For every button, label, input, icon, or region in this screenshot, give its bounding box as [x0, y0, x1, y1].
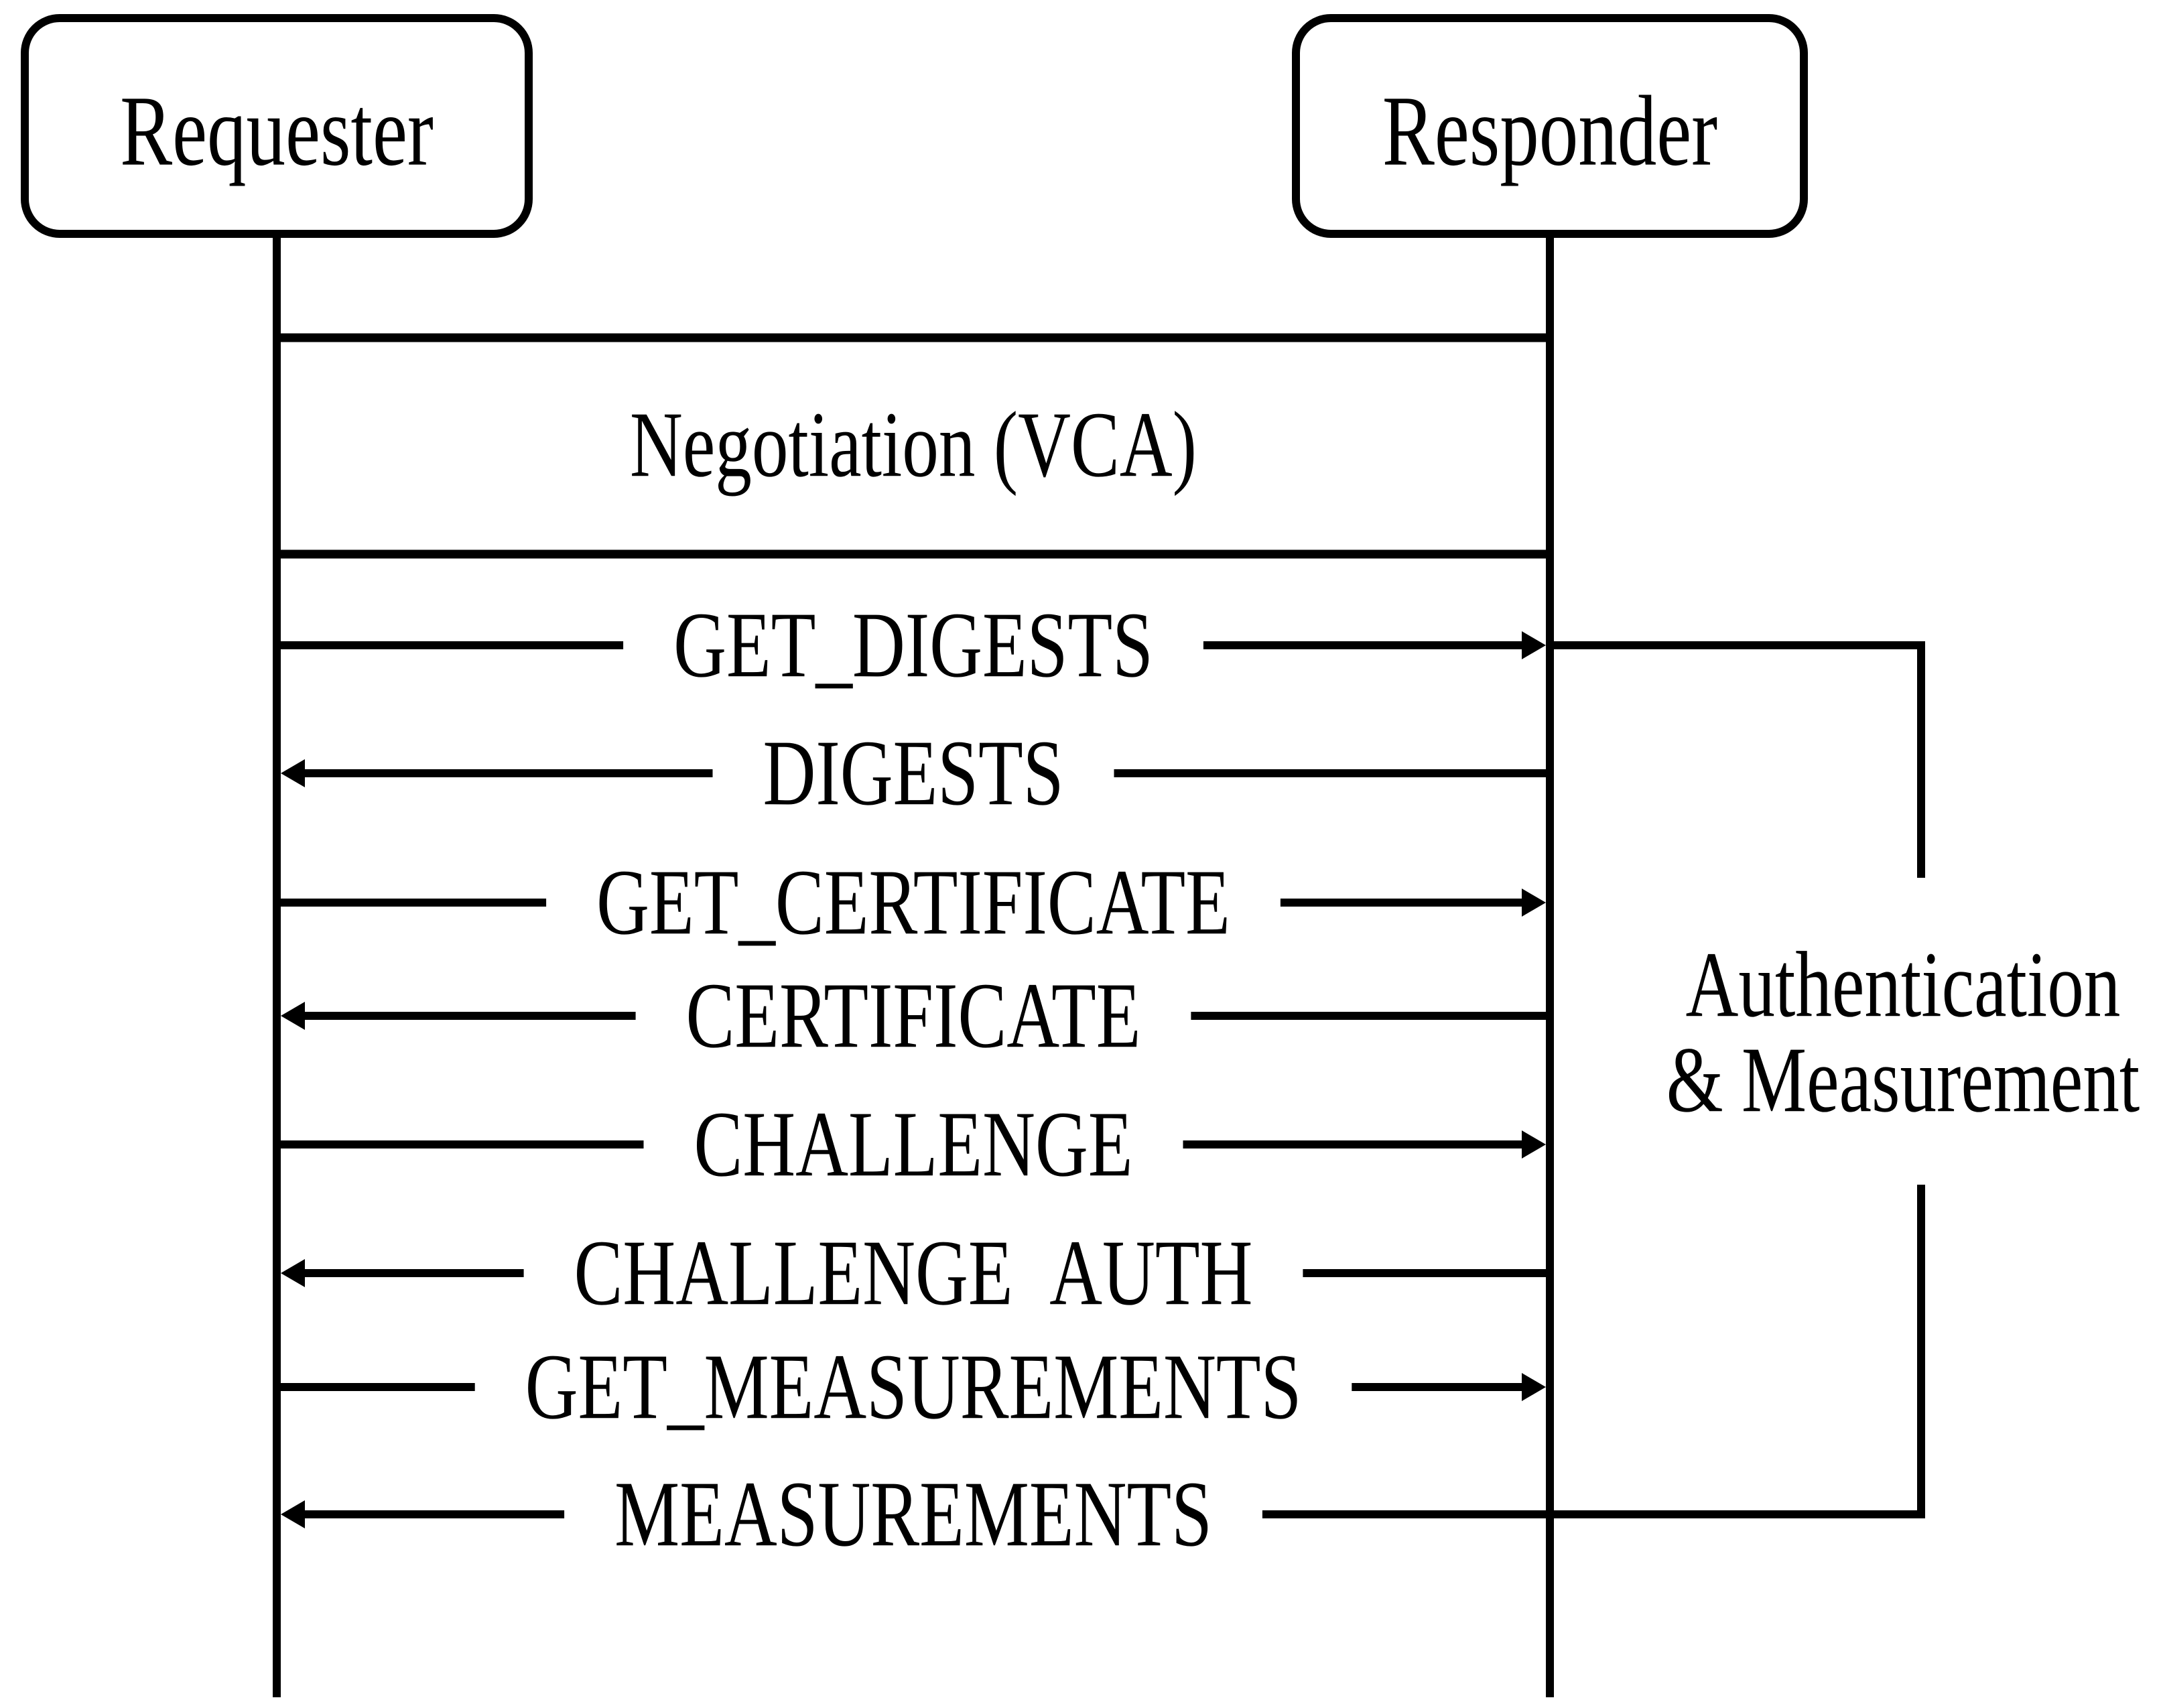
requester-label: Requester	[120, 76, 434, 187]
bracket-label-line2: & Measurement	[1666, 1028, 2140, 1132]
arrowhead-right-icon	[1522, 1373, 1546, 1401]
message-certificate: CERTIFICATE	[281, 964, 1550, 1068]
responder-box	[1292, 14, 1808, 238]
message-label: CHALLENGE	[694, 1092, 1132, 1196]
arrowhead-left-icon	[281, 1002, 305, 1030]
message-measurements: MEASUREMENTS	[281, 1462, 1925, 1567]
responder-actor: Responder	[1292, 14, 1808, 238]
message-label: GET_CERTIFICATE	[596, 850, 1230, 954]
arrowhead-right-icon	[1522, 889, 1546, 917]
message-challenge: CHALLENGE	[277, 1092, 1546, 1197]
message-label: GET_DIGESTS	[673, 593, 1153, 697]
arrowhead-left-icon	[281, 1259, 305, 1287]
requester-actor: Requester	[21, 14, 533, 238]
message-get-certificate: GET_CERTIFICATE	[277, 850, 1546, 955]
requester-box	[21, 14, 533, 238]
message-digests: DIGESTS	[281, 721, 1550, 826]
responder-label: Responder	[1382, 76, 1717, 187]
message-get-digests: GET_DIGESTS	[277, 593, 1546, 698]
negotiation-band: Negotiation (VCA)	[277, 333, 1550, 559]
arrowhead-right-icon	[1522, 631, 1546, 659]
negotiation-band-label: Negotiation (VCA)	[630, 393, 1197, 497]
arrowhead-left-icon	[281, 1500, 305, 1528]
message-label: GET_MEASUREMENTS	[525, 1335, 1302, 1439]
message-label: CHALLENGE AUTH	[574, 1221, 1253, 1325]
message-label: DIGESTS	[763, 721, 1064, 825]
bracket-label-line1: Authentication	[1686, 933, 2121, 1037]
arrowhead-left-icon	[281, 759, 305, 787]
message-label: CERTIFICATE	[686, 964, 1141, 1067]
message-get-measurements: GET_MEASUREMENTS	[277, 1335, 1546, 1439]
phase-bracket: Authentication & Measurement	[1554, 641, 2140, 1518]
message-challenge-auth: CHALLENGE AUTH	[281, 1221, 1550, 1325]
arrowhead-right-icon	[1522, 1130, 1546, 1159]
message-label: MEASUREMENTS	[614, 1462, 1212, 1566]
